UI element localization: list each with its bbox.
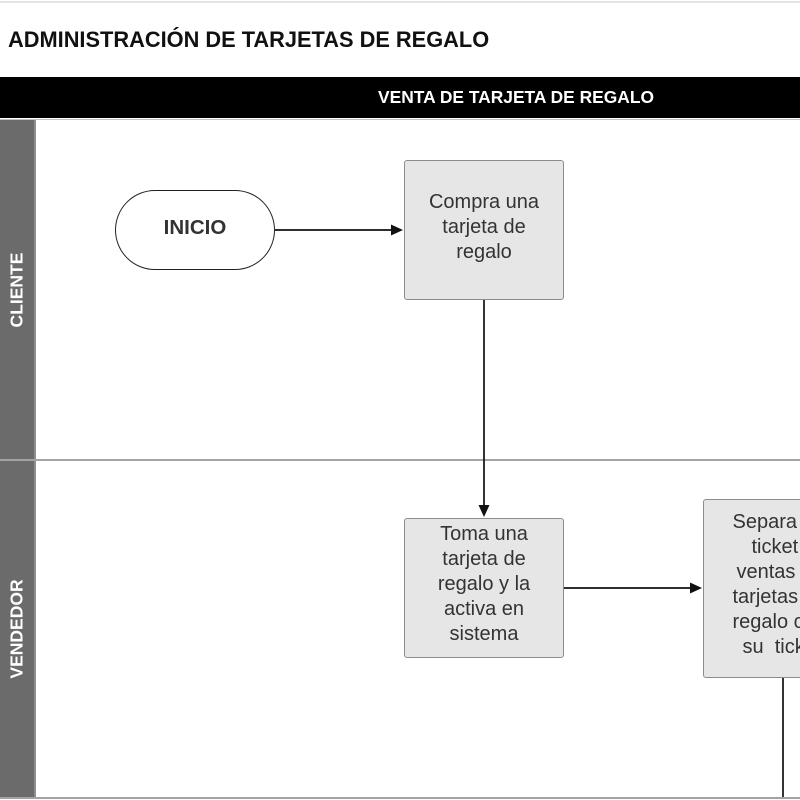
node-text-line: sistema bbox=[449, 623, 519, 645]
lane-label-column-cliente: CLIENTE bbox=[0, 120, 36, 459]
pool-header-label: VENTA DE TARJETA DE REGALO bbox=[378, 87, 655, 107]
node-text-line: regalo y la bbox=[437, 573, 531, 595]
lane-label-column-vendedor: VENDEDOR bbox=[0, 461, 36, 797]
lane-label-vendedor: VENDEDOR bbox=[6, 579, 27, 679]
process-node-compra: Compra una tarjeta de regalo bbox=[404, 160, 564, 300]
node-text-line: Toma una bbox=[440, 523, 528, 545]
node-text-line: Separa bbox=[732, 511, 798, 533]
node-text-line: ventas bbox=[736, 561, 796, 583]
lane-vendedor: VENDEDOR bbox=[0, 461, 800, 799]
process-node-toma: Toma una tarjeta de regalo y la activa e… bbox=[404, 518, 564, 658]
lane-cliente: CLIENTE bbox=[0, 119, 800, 461]
lane-label-cliente: CLIENTE bbox=[6, 252, 27, 327]
node-text-line: tarjetas bbox=[732, 586, 799, 608]
top-rule bbox=[0, 1, 800, 3]
start-terminator-label: INICIO bbox=[163, 215, 227, 239]
diagram-title: ADMINISTRACIÓN DE TARJETAS DE REGALO bbox=[8, 27, 490, 52]
node-text-line: tarjeta de bbox=[442, 216, 526, 238]
node-text-line: su tick bbox=[742, 636, 800, 658]
pool-header: VENTA DE TARJETA DE REGALO bbox=[0, 77, 800, 118]
node-text-line: regalo c bbox=[732, 611, 800, 633]
start-terminator-node: INICIO bbox=[115, 190, 275, 270]
node-text-line: ticket bbox=[751, 536, 799, 558]
process-node-separa: Separa ticket ventas tarjetas regalo c s… bbox=[703, 499, 800, 678]
node-text-line: Compra una bbox=[428, 191, 540, 213]
node-text-line: tarjeta de bbox=[442, 548, 526, 570]
node-text-line: regalo bbox=[456, 241, 512, 263]
node-text-line: activa en bbox=[443, 598, 525, 620]
